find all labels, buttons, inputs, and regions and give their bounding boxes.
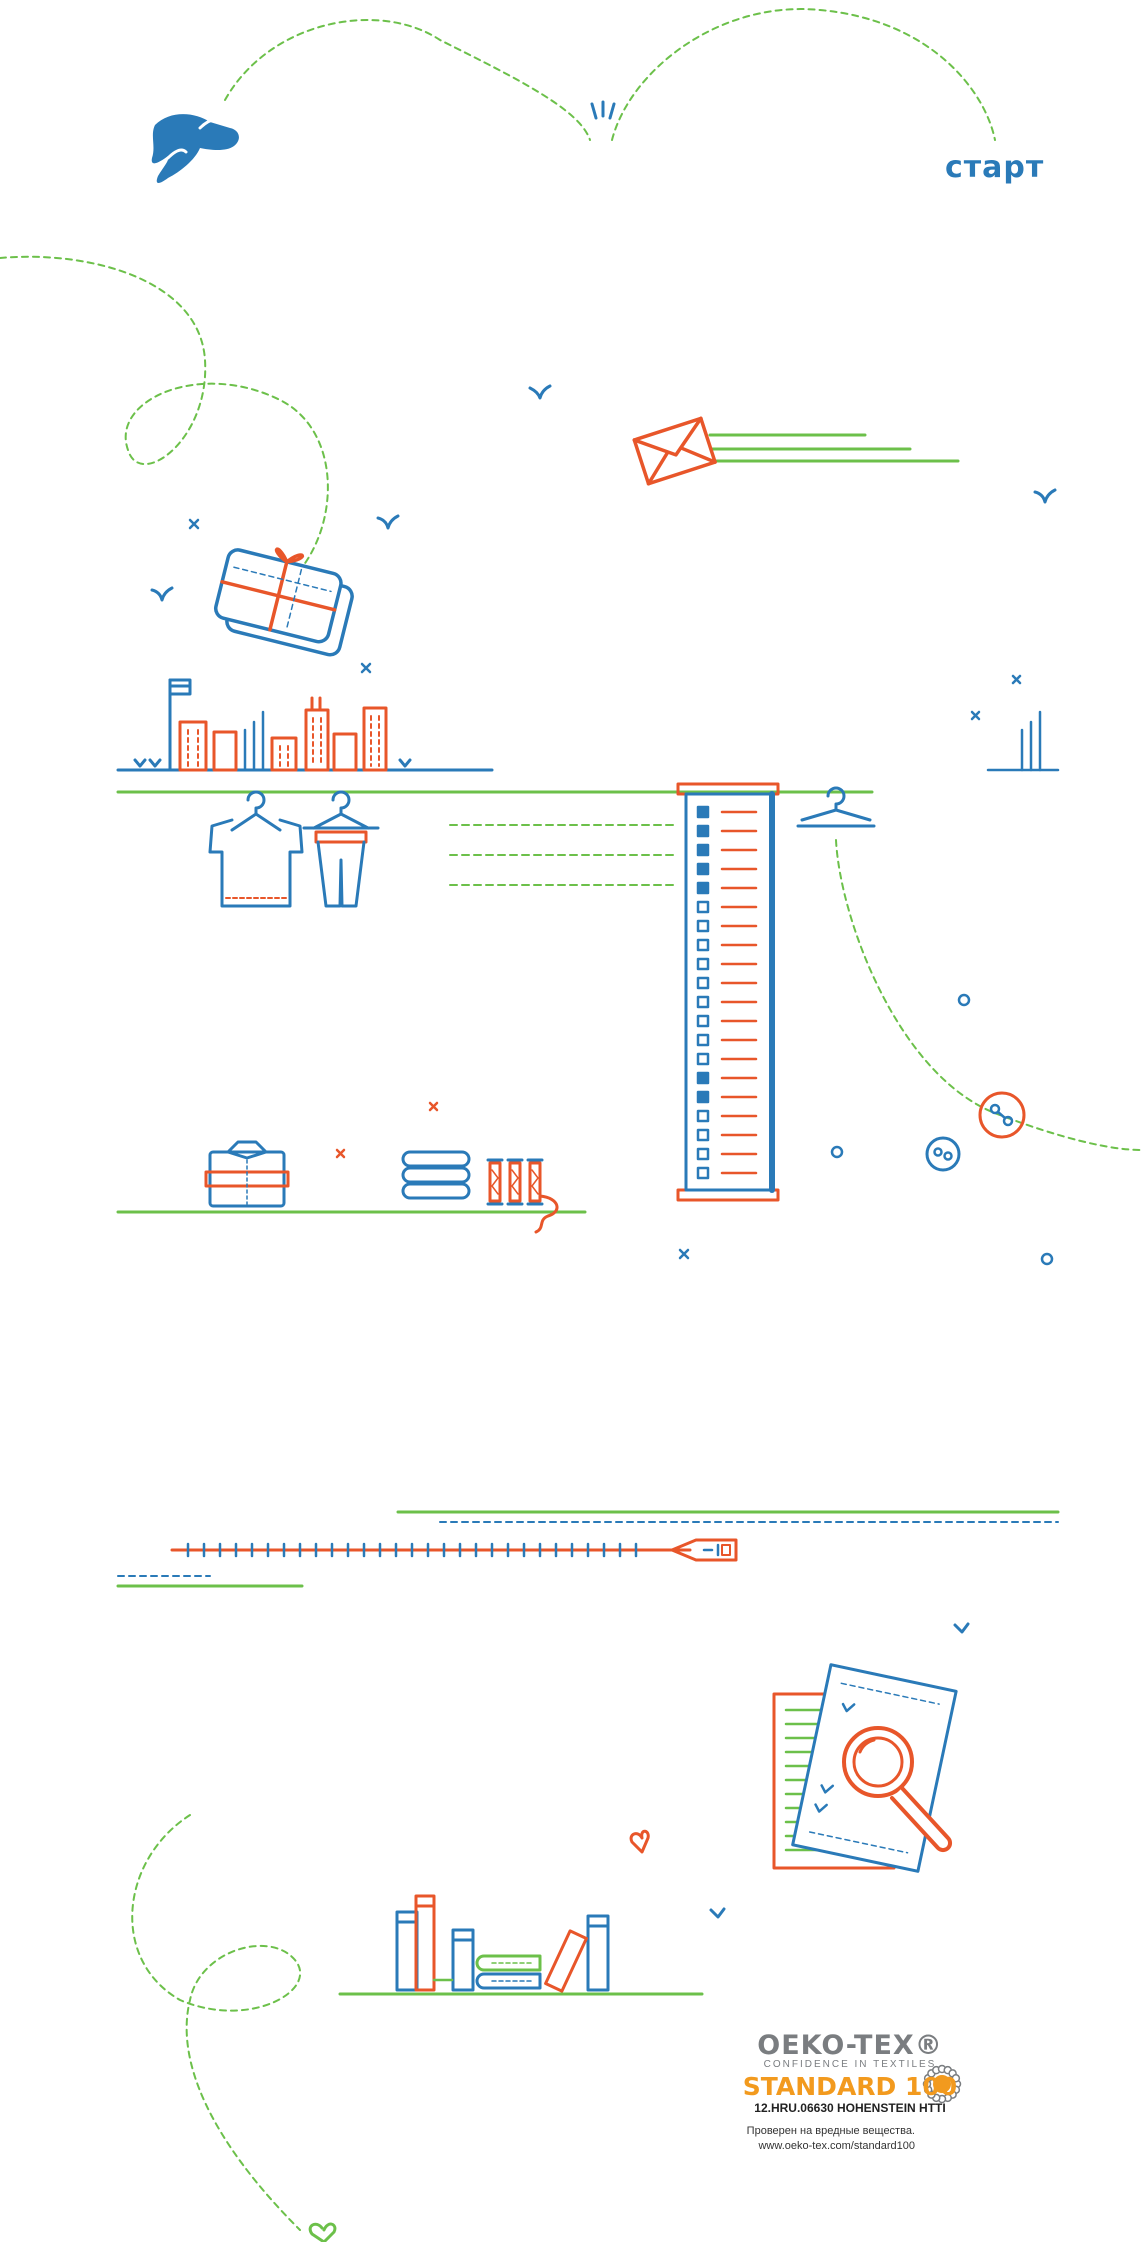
oeko-title: OEKO-TEX®	[700, 2030, 1000, 2061]
oeko-note-text: Проверен на вредные вещества.	[700, 2124, 915, 2139]
hanger-icon	[798, 788, 874, 826]
oeko-certificate-number: 12.HRU.06630 HOHENSTEIN HTTI	[700, 2101, 1000, 2115]
tape-square	[698, 864, 708, 874]
tape-square	[698, 978, 708, 988]
tape-square	[698, 1016, 708, 1026]
oeko-tex-label: OEKO-TEX® CONFIDENCE IN TEXTILES STANDAR…	[700, 2030, 1000, 2115]
tape-square	[698, 826, 708, 836]
oeko-tagline: CONFIDENCE IN TEXTILES	[700, 2059, 1000, 2070]
books-icon	[340, 1896, 702, 1994]
left-dashed-loop	[0, 257, 328, 570]
documents-magnifier-icon	[774, 1665, 956, 1872]
rabbit-logo-icon	[152, 114, 239, 183]
city-icon	[118, 680, 1058, 770]
tape-square	[698, 883, 708, 893]
oeko-standard: STANDARD 100	[700, 2072, 1000, 2101]
tape-square	[698, 1054, 708, 1064]
bottom-dashed-loop	[132, 1815, 300, 2230]
tape-square	[698, 959, 708, 969]
tape-square	[698, 997, 708, 1007]
tape-square	[698, 1168, 708, 1178]
tape-square	[698, 845, 708, 855]
tape-square	[698, 1035, 708, 1045]
folded-shirt-icon	[206, 1142, 288, 1206]
measuring-tape-icon	[678, 784, 778, 1200]
heart-icon	[631, 1831, 648, 1852]
button-icon	[832, 995, 1052, 1264]
towels-icon	[403, 1152, 469, 1198]
brand-logo-text[interactable]: старт	[945, 150, 1044, 185]
top-dashed-path	[225, 9, 995, 140]
right-dashed-path	[836, 840, 1141, 1150]
bottom-heart-icon	[310, 2224, 335, 2242]
tape-square	[698, 921, 708, 931]
tape-square	[698, 1092, 708, 1102]
tshirt-icon	[210, 792, 302, 906]
oeko-site-link[interactable]: www.oeko-tex.com/standard100	[700, 2139, 915, 2154]
tape-square	[698, 1073, 708, 1083]
tape-square	[698, 902, 708, 912]
tape-square	[698, 940, 708, 950]
envelope-icon	[634, 418, 958, 483]
trousers-icon	[304, 792, 378, 906]
tape-square	[698, 1130, 708, 1140]
zipper-icon	[118, 1512, 1058, 1586]
tape-square	[698, 1111, 708, 1121]
clothes-shelf	[118, 792, 872, 885]
gift-icon	[211, 538, 359, 657]
oeko-note: Проверен на вредные вещества. www.oeko-t…	[700, 2124, 915, 2154]
tape-square	[698, 1149, 708, 1159]
tape-square	[698, 807, 708, 817]
thread-spools-icon	[488, 1160, 557, 1232]
sparkle-icon	[592, 102, 614, 118]
